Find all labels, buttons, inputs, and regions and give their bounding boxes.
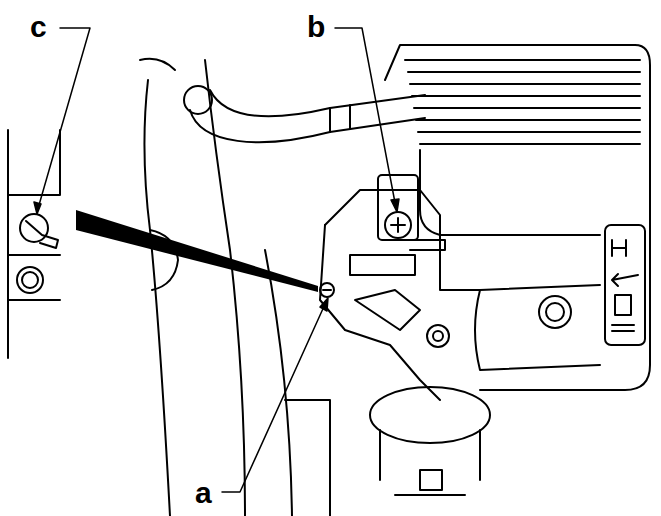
inset-frame (7, 130, 9, 358)
choke-symbol (612, 325, 634, 331)
fuel-pipe (190, 110, 425, 142)
inset-frame (8, 130, 60, 300)
throttle-stop (378, 175, 418, 240)
inset-hole (17, 267, 43, 293)
float-bowl (370, 387, 490, 443)
pilot-screw (320, 283, 334, 297)
choke-symbol (612, 240, 626, 256)
frame-line (285, 400, 330, 516)
frame-line (205, 60, 245, 516)
bolt (546, 303, 564, 321)
choke-plate (605, 225, 645, 345)
throttle-stop (410, 240, 445, 250)
leader-lines (34, 28, 399, 492)
carburetor-body (325, 190, 600, 290)
bolt (427, 325, 449, 347)
fuel-pipe (210, 90, 425, 116)
cooling-fins (405, 60, 640, 144)
choke-symbol (615, 295, 631, 315)
engine-housing (420, 150, 600, 235)
inset-hole (22, 272, 38, 288)
pipe-clamp (184, 86, 212, 114)
carburetor-body (355, 290, 420, 330)
callout-letter: a (193, 478, 214, 508)
frame-line (140, 59, 175, 70)
inset-screw (26, 221, 58, 248)
drain-bolt (420, 470, 442, 490)
callout-letter: b (305, 12, 327, 42)
pointer-wedge (76, 210, 318, 292)
frame-line (265, 250, 292, 516)
callout-letter: c (28, 12, 49, 42)
carburetor-body (320, 225, 440, 400)
bolt (433, 331, 443, 341)
throttle-stop-screw (385, 212, 411, 238)
pilot-screw (323, 289, 331, 291)
carburetor-body (475, 290, 600, 370)
float-bowl (380, 430, 480, 495)
choke-symbol (612, 274, 638, 286)
throttle-stop-screw (391, 218, 405, 232)
bolt (539, 296, 571, 328)
fuel-pipe (330, 105, 350, 132)
frame-line (144, 80, 170, 516)
throttle-shaft (350, 255, 415, 275)
engine-housing (385, 45, 650, 390)
